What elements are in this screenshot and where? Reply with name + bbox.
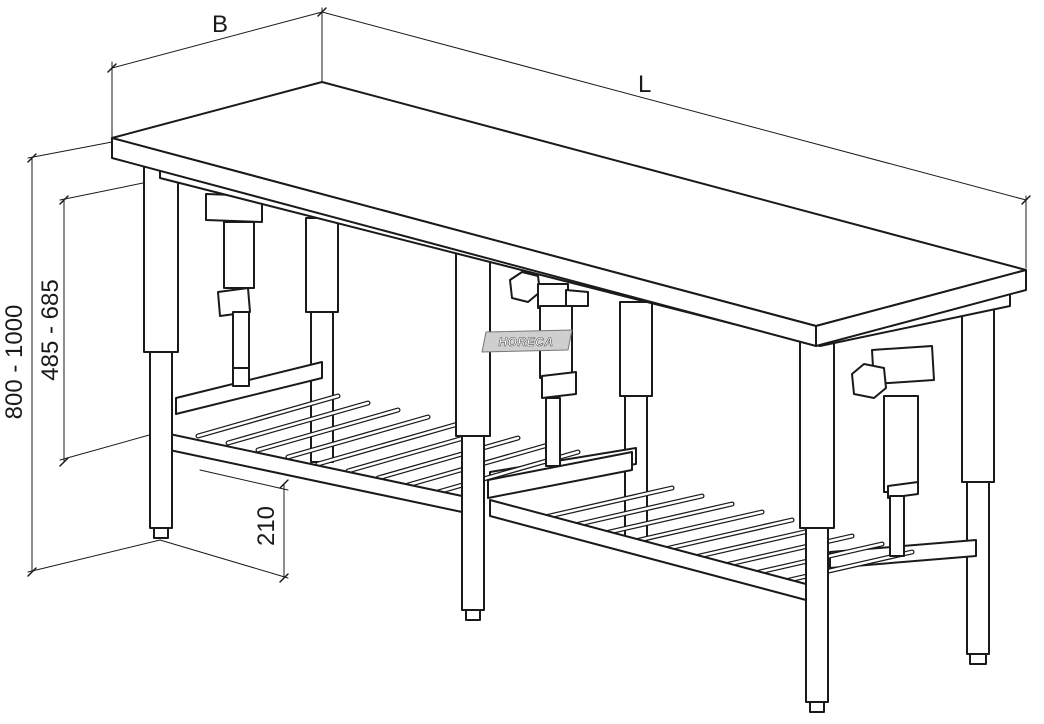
middle-adjustment-screw [509, 271, 589, 467]
table-top-side-edge [815, 269, 1027, 347]
shelf-height-label: 210 [253, 506, 280, 546]
dimension-lines [27, 7, 1027, 579]
table-top [111, 81, 1027, 347]
depth-label: B [212, 11, 228, 38]
total-height-label: 800 - 1000 [1, 305, 28, 420]
left-shelf-grate-inner [196, 394, 580, 494]
back-legs [305, 217, 995, 665]
length-label: L [638, 71, 651, 98]
right-adjustment-screw [851, 345, 935, 557]
brand-logo-text: HORECA [498, 335, 553, 349]
front-middle-leg [455, 251, 491, 621]
brand-logo: HORECA [481, 329, 573, 353]
middle-shelf-crossbar [487, 451, 633, 499]
front-left-leg [143, 165, 179, 539]
dimension-labels: B L 800 - 1000 485 - 685 210 [1, 11, 651, 546]
left-adjustment-screw [205, 193, 263, 387]
right-shelf-grate-inner [530, 486, 914, 586]
dimension-ticks [27, 7, 1031, 583]
front-right-leg [799, 341, 835, 713]
undershelf-height-label: 485 - 685 [37, 279, 64, 380]
